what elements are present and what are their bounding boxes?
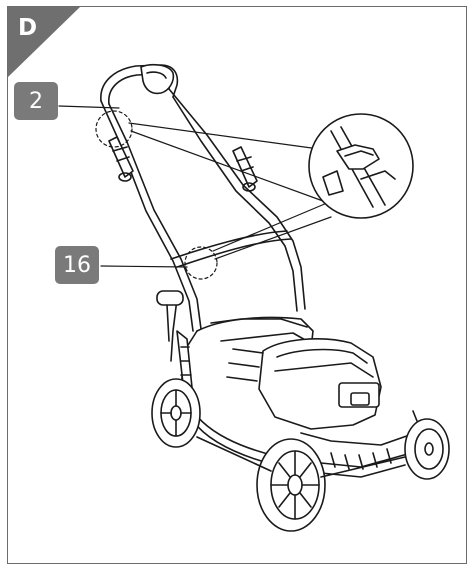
lawn-mower-illustration <box>58 63 450 532</box>
callout-2: 2 <box>14 82 58 120</box>
callout-16: 16 <box>55 246 99 284</box>
figure-frame: D <box>7 6 467 564</box>
section-corner-tab <box>8 7 80 77</box>
section-letter: D <box>18 15 38 41</box>
